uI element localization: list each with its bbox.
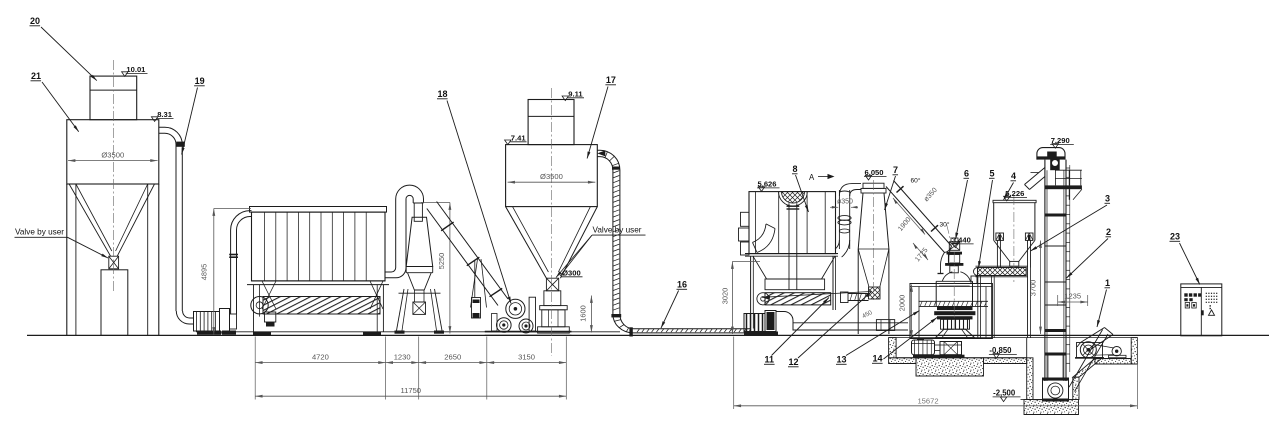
svg-text:5: 5: [990, 169, 995, 179]
svg-text:11750: 11750: [400, 386, 421, 395]
svg-text:1230: 1230: [394, 353, 411, 362]
svg-text:6: 6: [964, 169, 969, 179]
svg-text:20: 20: [30, 16, 40, 26]
svg-text:5,226: 5,226: [1005, 189, 1024, 198]
svg-text:23: 23: [1170, 232, 1180, 242]
svg-text:11: 11: [765, 355, 775, 365]
svg-text:1: 1: [1105, 278, 1110, 288]
svg-text:Ø3500: Ø3500: [101, 151, 124, 160]
svg-text:14: 14: [873, 354, 883, 364]
svg-text:2: 2: [1106, 227, 1111, 237]
svg-text:Valve by user: Valve by user: [593, 225, 642, 234]
svg-text:Ø300: Ø300: [562, 268, 581, 277]
svg-text:2650: 2650: [444, 353, 461, 362]
svg-text:5,626: 5,626: [758, 180, 777, 189]
svg-text:3700: 3700: [1028, 280, 1037, 296]
svg-text:7: 7: [893, 165, 898, 175]
svg-text:19: 19: [195, 76, 205, 86]
svg-text:8.31: 8.31: [157, 110, 173, 119]
svg-text:3150: 3150: [518, 353, 535, 362]
svg-text:Ø3500: Ø3500: [540, 172, 563, 181]
svg-text:ø350: ø350: [837, 199, 853, 206]
svg-text:4720: 4720: [312, 353, 329, 362]
svg-text:-0,850: -0,850: [989, 346, 1012, 355]
svg-text:6,050: 6,050: [865, 168, 884, 177]
svg-text:21: 21: [31, 71, 41, 81]
svg-text:3020: 3020: [720, 288, 729, 304]
svg-text:1235: 1235: [1064, 292, 1081, 301]
svg-text:450: 450: [861, 309, 874, 320]
svg-text:Valve by user: Valve by user: [15, 228, 64, 237]
svg-text:-2,500: -2,500: [993, 388, 1016, 397]
svg-text:9.11: 9.11: [568, 89, 583, 98]
svg-text:2000: 2000: [898, 295, 907, 311]
svg-text:10.01: 10.01: [126, 65, 146, 74]
svg-text:15672: 15672: [917, 396, 938, 405]
svg-text:4895: 4895: [200, 264, 209, 280]
svg-text:8: 8: [793, 164, 798, 174]
svg-text:4: 4: [1011, 171, 1016, 181]
svg-text:16: 16: [677, 280, 687, 290]
svg-text:7,290: 7,290: [1051, 136, 1070, 145]
svg-text:3: 3: [1105, 194, 1110, 204]
svg-text:30°: 30°: [940, 220, 950, 228]
svg-text:3,440: 3,440: [952, 236, 971, 245]
svg-text:18: 18: [438, 89, 448, 99]
svg-text:12: 12: [789, 357, 799, 367]
svg-text:5250: 5250: [437, 253, 446, 269]
svg-text:7.41: 7.41: [511, 133, 527, 142]
svg-text:13: 13: [837, 355, 847, 365]
svg-text:1600: 1600: [578, 305, 587, 321]
svg-text:A: A: [809, 173, 815, 182]
svg-text:60°: 60°: [911, 176, 921, 184]
svg-text:17: 17: [606, 75, 616, 85]
